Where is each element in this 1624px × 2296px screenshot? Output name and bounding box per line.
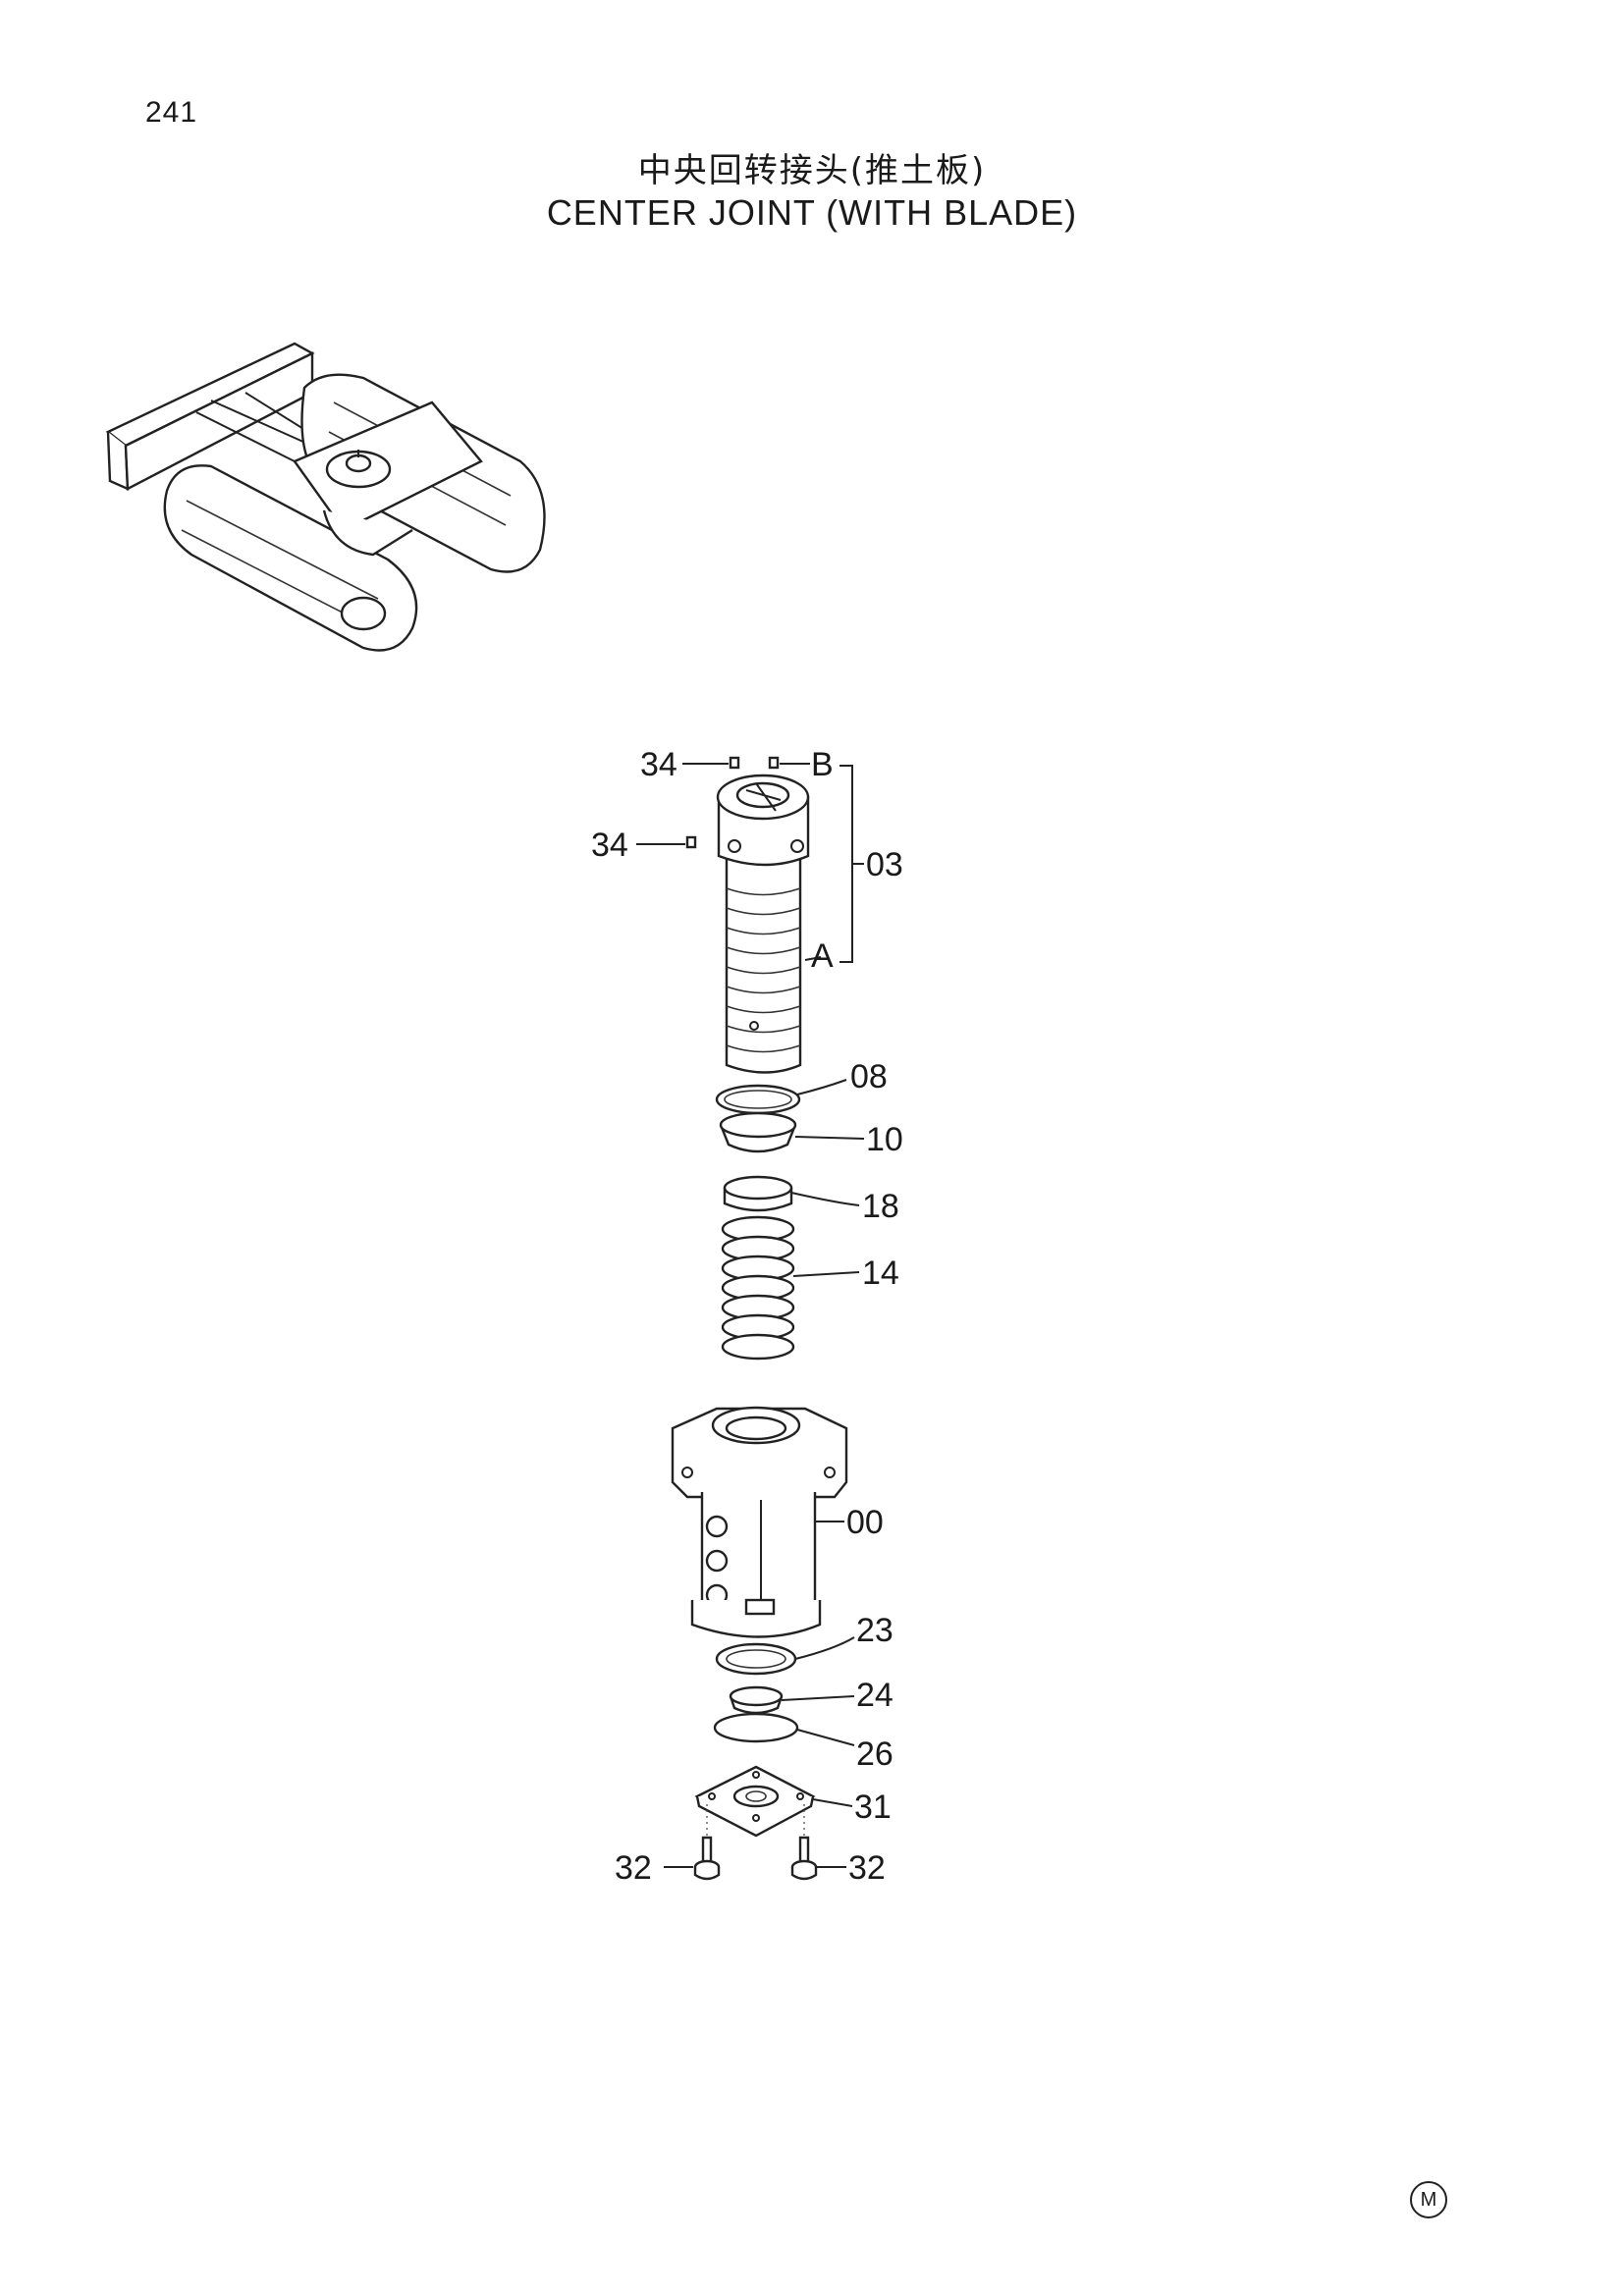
part-24-ring — [729, 1685, 784, 1715]
callout-14: 14 — [862, 1255, 899, 1292]
leader-lines — [636, 763, 865, 1868]
part-26-plate — [713, 1712, 799, 1743]
machine-location-sketch — [105, 342, 546, 652]
callout-18: 18 — [862, 1188, 899, 1225]
callout-26: 26 — [856, 1735, 893, 1773]
part-18-ring — [723, 1175, 793, 1212]
callout-34-side: 34 — [591, 827, 628, 864]
callout-10: 10 — [866, 1121, 903, 1158]
callout-08: 08 — [850, 1058, 888, 1095]
callout-00: 00 — [846, 1504, 884, 1541]
callout-23: 23 — [856, 1612, 893, 1649]
page-number: 241 — [145, 96, 198, 129]
part-03-shaft — [716, 774, 810, 1074]
part-23-ring — [715, 1642, 797, 1676]
part-32-bolt-left — [693, 1836, 721, 1881]
callout-B: B — [811, 746, 834, 783]
callout-31: 31 — [854, 1789, 892, 1826]
callout-numbers: 34 B 34 03 A 08 10 18 14 00 23 24 26 31 … — [591, 746, 903, 1887]
circled-m-mark: M — [1410, 2181, 1447, 2218]
part-34-plugs — [685, 756, 780, 849]
callout-32-left: 32 — [615, 1849, 652, 1887]
callout-03: 03 — [866, 846, 903, 883]
diagram-title-english: CENTER JOINT (WITH BLADE) — [546, 192, 1078, 233]
diagram-title-chinese: 中央回转接头(推土板) — [637, 151, 987, 190]
callout-24: 24 — [856, 1677, 893, 1714]
callout-34-top: 34 — [640, 746, 677, 783]
part-31-cover — [694, 1765, 816, 1838]
part-00-body — [671, 1406, 848, 1638]
part-10-ring — [719, 1111, 797, 1153]
part-14-seal-stack — [721, 1215, 795, 1361]
part-32-bolt-right — [790, 1836, 818, 1881]
callout-32-right: 32 — [848, 1849, 886, 1887]
part-08-ring — [715, 1084, 801, 1115]
callout-A: A — [811, 937, 834, 975]
